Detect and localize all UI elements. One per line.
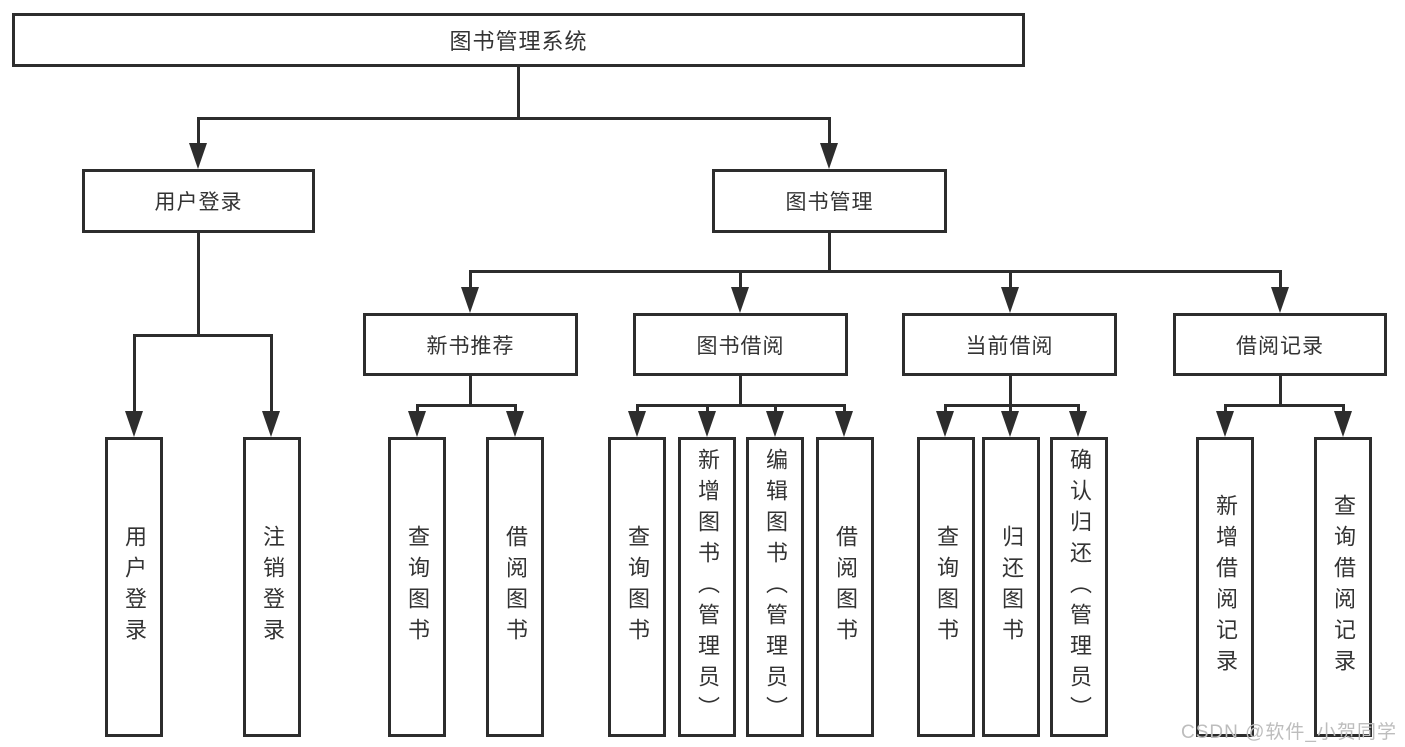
connector-line [739, 270, 742, 287]
connector-line [1342, 404, 1345, 413]
connector-line [739, 375, 742, 406]
connector-line [133, 334, 273, 337]
connector-line [197, 117, 831, 120]
node-new-book-recommend: 新书推荐 [363, 313, 578, 376]
connector-line [1009, 404, 1012, 413]
arrow-down-icon [461, 287, 479, 313]
arrow-down-icon [1216, 411, 1234, 437]
leaf-query-books-current: 查询图书 [917, 437, 975, 737]
arrow-down-icon [1069, 411, 1087, 437]
connector-line [1077, 404, 1080, 413]
arrow-down-icon [698, 411, 716, 437]
arrow-down-icon [936, 411, 954, 437]
leaf-user-login: 用户登录 [105, 437, 163, 737]
arrow-down-icon [628, 411, 646, 437]
connector-line [1224, 404, 1344, 407]
connector-line [517, 65, 520, 119]
node-book-borrow: 图书借阅 [633, 313, 848, 376]
arrow-down-icon [506, 411, 524, 437]
connector-line [944, 404, 1080, 407]
connector-line [469, 375, 472, 406]
leaf-add-books-admin: 新增图书（管理员） [678, 437, 736, 737]
connector-line [514, 404, 517, 413]
leaf-edit-books-admin: 编辑图书（管理员） [746, 437, 804, 737]
connector-line [197, 117, 200, 145]
leaf-borrow-books: 借阅图书 [816, 437, 874, 737]
arrow-down-icon [1001, 411, 1019, 437]
arrow-down-icon [731, 287, 749, 313]
connector-line [469, 270, 1282, 273]
connector-line [416, 404, 517, 407]
arrow-down-icon [189, 143, 207, 169]
node-borrow-records: 借阅记录 [1173, 313, 1387, 376]
arrow-down-icon [835, 411, 853, 437]
connector-line [828, 117, 831, 145]
csdn-watermark: CSDN @软件_小贺同学 [1181, 722, 1397, 743]
arrow-down-icon [1334, 411, 1352, 437]
connector-line [828, 232, 831, 273]
arrow-down-icon [125, 411, 143, 437]
connector-line [706, 404, 709, 413]
connector-line [1279, 270, 1282, 287]
leaf-return-books: 归还图书 [982, 437, 1040, 737]
leaf-logout: 注销登录 [243, 437, 301, 737]
connector-line [1224, 404, 1227, 413]
node-user-login: 用户登录 [82, 169, 315, 233]
leaf-query-books-recommend: 查询图书 [388, 437, 446, 737]
node-system-root: 图书管理系统 [12, 13, 1025, 67]
connector-line [270, 334, 273, 411]
connector-line [1009, 270, 1012, 287]
leaf-confirm-return-admin: 确认归还（管理员） [1050, 437, 1108, 737]
connector-line [469, 270, 472, 287]
arrow-down-icon [408, 411, 426, 437]
connector-line [197, 232, 200, 336]
connector-line [944, 404, 947, 413]
arrow-down-icon [820, 143, 838, 169]
leaf-add-borrow-record: 新增借阅记录 [1196, 437, 1254, 737]
arrow-down-icon [766, 411, 784, 437]
leaf-query-books-borrow: 查询图书 [608, 437, 666, 737]
arrow-down-icon [1271, 287, 1289, 313]
connector-line [1009, 375, 1012, 406]
node-book-management: 图书管理 [712, 169, 947, 233]
node-current-borrow: 当前借阅 [902, 313, 1117, 376]
connector-line [416, 404, 419, 413]
connector-line [774, 404, 777, 413]
connector-line [636, 404, 639, 413]
arrow-down-icon [1001, 287, 1019, 313]
leaf-query-borrow-record: 查询借阅记录 [1314, 437, 1372, 737]
connector-line [1279, 375, 1282, 406]
connector-line [133, 334, 136, 411]
arrow-down-icon [262, 411, 280, 437]
connector-line [636, 404, 846, 407]
connector-line [843, 404, 846, 413]
leaf-borrow-books-recommend: 借阅图书 [486, 437, 544, 737]
